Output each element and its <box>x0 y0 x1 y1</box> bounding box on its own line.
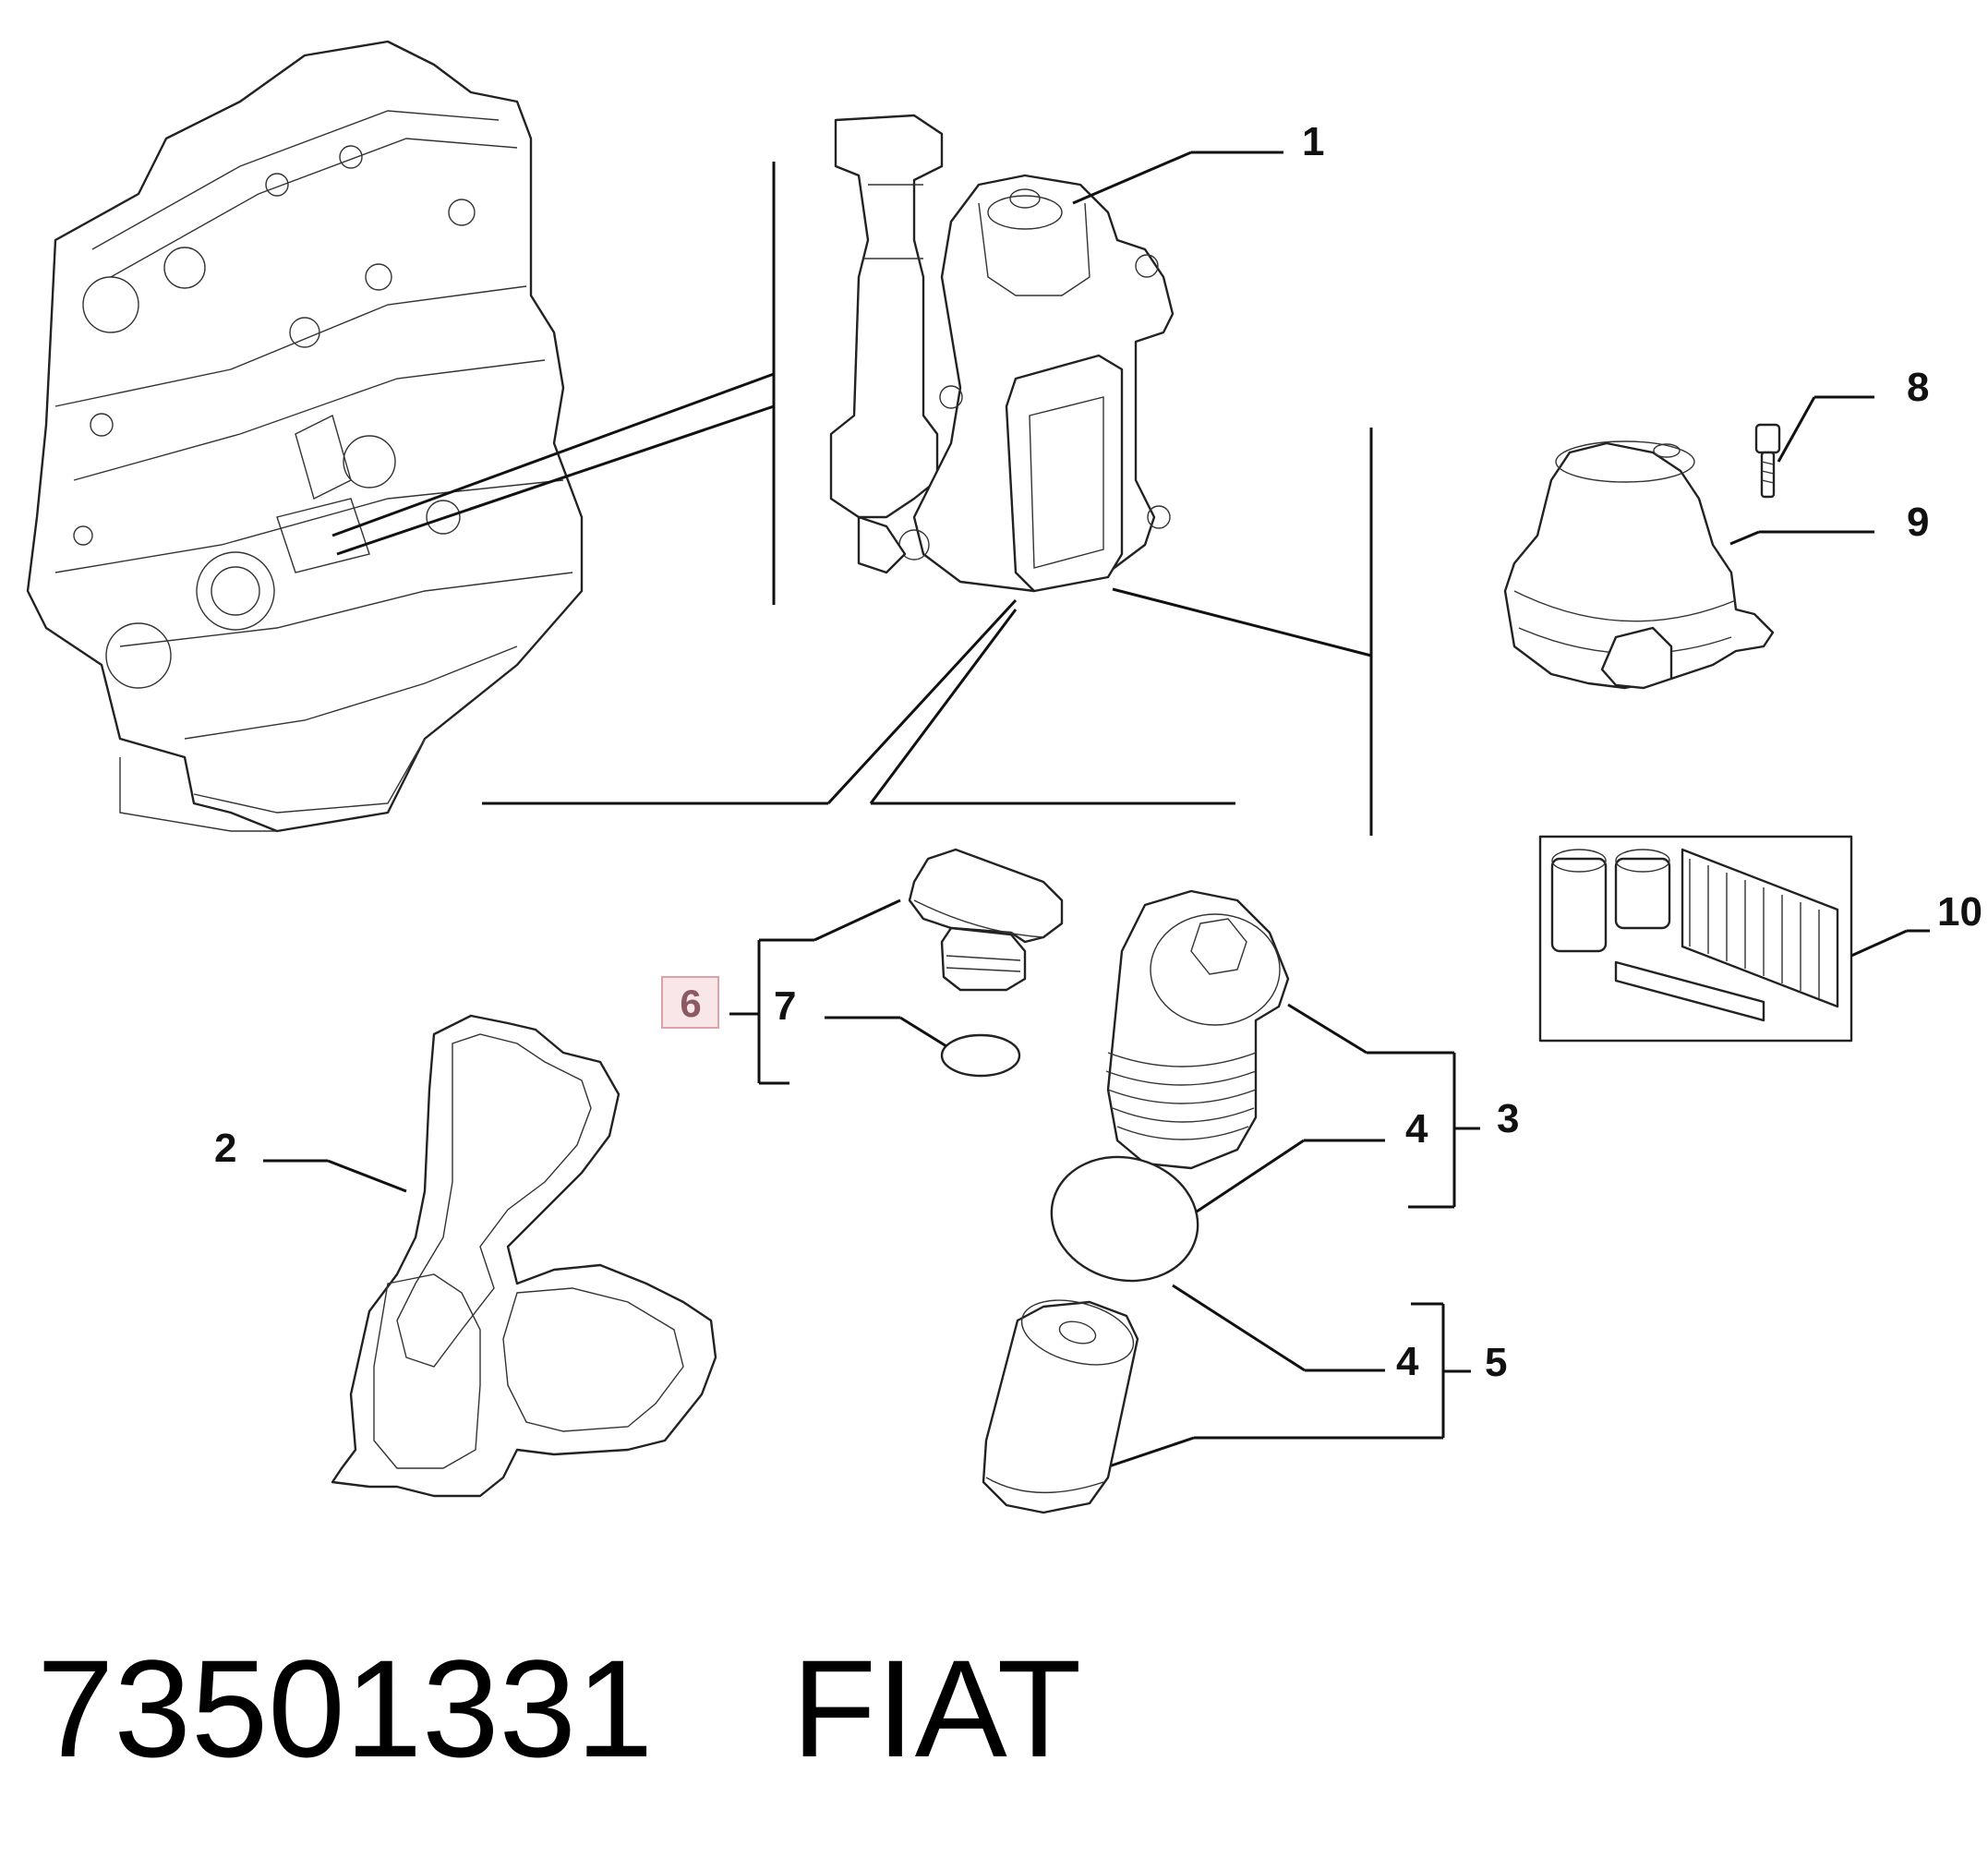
filter-cap-assembly <box>1105 889 1290 1170</box>
oil-filler-cap <box>908 848 1064 992</box>
callout-4-upper: 4 <box>1405 1106 1428 1152</box>
part-number: 73501331 <box>37 1631 654 1786</box>
callout-6: 6 <box>680 982 701 1025</box>
callout-3: 3 <box>1497 1096 1519 1141</box>
callout-5: 5 <box>1485 1340 1507 1385</box>
filter-element <box>982 1299 1139 1514</box>
callout-10: 10 <box>1937 889 1982 935</box>
filter-cover <box>1503 440 1775 690</box>
bolt <box>1754 423 1781 499</box>
o-ring-small <box>940 1033 1021 1078</box>
callout-2: 2 <box>214 1126 236 1171</box>
callout-9: 9 <box>1907 500 1929 545</box>
brand-name: FIAT <box>791 1631 1082 1786</box>
group-6-bracket <box>729 938 814 1085</box>
callout-1: 1 <box>1302 119 1324 164</box>
callout-7: 7 <box>774 983 796 1029</box>
service-kit-box <box>1538 835 1853 1043</box>
gasket <box>331 1014 717 1498</box>
callout-8: 8 <box>1907 365 1929 410</box>
callout-6-highlight <box>661 976 719 1029</box>
engine-block-illustration <box>26 40 584 833</box>
oil-filter-housing-module <box>829 114 1175 593</box>
module-leader-lines <box>482 428 1373 836</box>
engine-leader-lines <box>331 162 776 605</box>
o-ring-large <box>1050 1155 1199 1283</box>
callout-4-lower: 4 <box>1396 1339 1419 1384</box>
